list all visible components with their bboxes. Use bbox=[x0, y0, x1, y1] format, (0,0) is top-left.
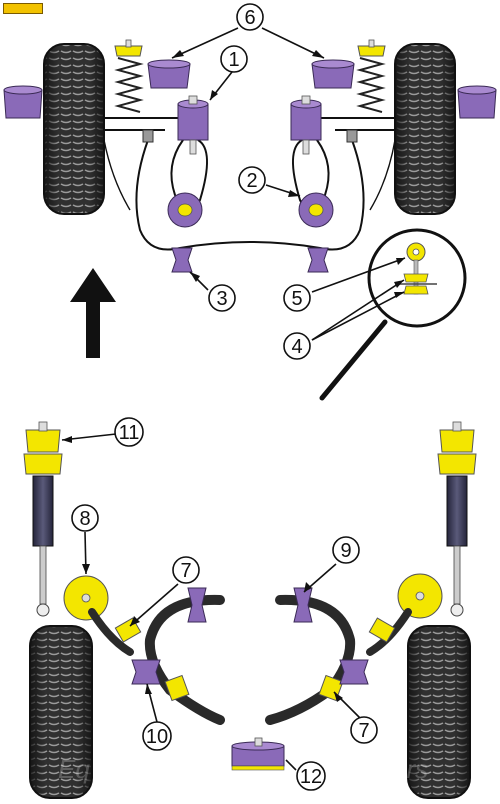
leader-arrowheads bbox=[62, 50, 405, 702]
trailing-arm-bush-right bbox=[397, 573, 443, 619]
callout-1: 1 bbox=[220, 45, 248, 73]
callout-2: 2 bbox=[238, 166, 266, 194]
trailing-arm-bush-left bbox=[63, 575, 109, 621]
hub-bush-left bbox=[3, 85, 43, 119]
arb-bush-right bbox=[307, 247, 329, 273]
rear-link-lower-left bbox=[164, 674, 190, 702]
diff-mount-bush bbox=[231, 737, 285, 771]
callout-6: 6 bbox=[236, 3, 264, 31]
rear-left-tyre bbox=[29, 625, 93, 799]
wishbone-front-bush-right bbox=[290, 95, 322, 155]
svg-text:4: 4 bbox=[291, 336, 302, 358]
arb-bush-left bbox=[171, 247, 193, 273]
callout-4: 4 bbox=[283, 332, 311, 360]
svg-text:12: 12 bbox=[300, 766, 322, 788]
svg-text:3: 3 bbox=[216, 288, 227, 310]
hub-bush-right bbox=[457, 85, 497, 119]
wishbone-front-bush-left bbox=[177, 95, 209, 155]
front-right-tyre bbox=[394, 43, 456, 215]
top-bush-right bbox=[311, 59, 355, 89]
shock-left bbox=[23, 421, 63, 617]
callout-8: 8 bbox=[71, 504, 99, 532]
svg-text:10: 10 bbox=[146, 726, 168, 748]
front-right-spring bbox=[356, 57, 386, 113]
wishbone-rear-bush-left bbox=[167, 192, 203, 228]
rear-lower-bush-right bbox=[339, 659, 369, 685]
drop-link-right bbox=[346, 129, 358, 143]
callout-3: 3 bbox=[208, 284, 236, 312]
svg-text:11: 11 bbox=[119, 422, 140, 444]
drop-link-left bbox=[142, 129, 154, 143]
svg-text:7: 7 bbox=[358, 720, 369, 742]
callout-11: 11 bbox=[114, 417, 144, 447]
callout-7-upper: 7 bbox=[172, 556, 200, 584]
front-axle bbox=[3, 39, 497, 401]
brand-logo bbox=[3, 3, 43, 14]
svg-text:7: 7 bbox=[180, 560, 191, 582]
top-mount-right bbox=[357, 39, 386, 57]
svg-text:2: 2 bbox=[246, 170, 257, 192]
shock-right bbox=[437, 421, 477, 617]
callout-9: 9 bbox=[332, 536, 360, 564]
rear-axle: Eq ers bbox=[23, 421, 477, 799]
svg-text:1: 1 bbox=[228, 49, 239, 71]
rear-arb-bush-left bbox=[187, 587, 207, 623]
callout-10: 10 bbox=[142, 721, 172, 751]
rear-lower-bush-left bbox=[131, 659, 161, 685]
wishbone-rear-bush-right bbox=[298, 192, 334, 228]
svg-text:9: 9 bbox=[340, 540, 351, 562]
top-mount-left bbox=[114, 39, 143, 57]
watermark-right: ers bbox=[392, 754, 428, 784]
front-left-spring bbox=[114, 57, 144, 113]
top-bush-left bbox=[147, 59, 191, 89]
rear-right-tyre bbox=[407, 625, 471, 799]
front-subframe bbox=[103, 117, 396, 251]
rear-link-upper-right bbox=[368, 617, 396, 643]
magnifier-icon bbox=[319, 228, 467, 401]
front-left-tyre bbox=[43, 43, 105, 215]
callout-12: 12 bbox=[296, 761, 326, 791]
svg-text:8: 8 bbox=[79, 508, 90, 530]
svg-text:5: 5 bbox=[291, 288, 302, 310]
callout-5: 5 bbox=[283, 284, 311, 312]
watermark-left: Eq bbox=[58, 754, 90, 784]
svg-text:6: 6 bbox=[244, 7, 255, 29]
up-arrow-icon bbox=[70, 268, 116, 358]
callout-7-lower: 7 bbox=[350, 716, 378, 744]
